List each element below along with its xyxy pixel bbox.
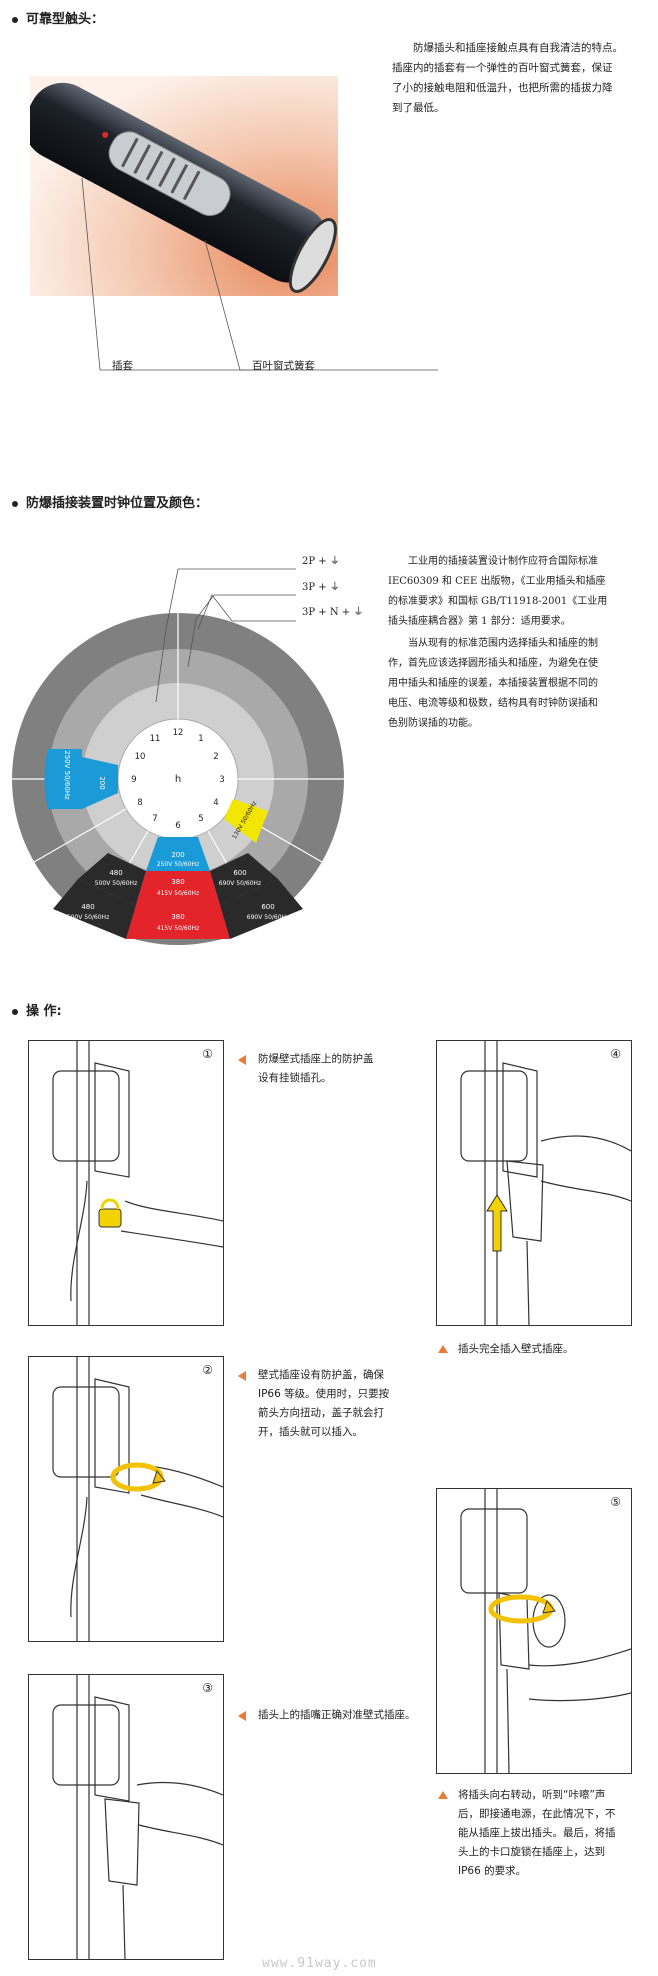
segment-label: 380 [171, 878, 184, 886]
segment-600v-3p [210, 853, 278, 905]
clock-number: 5 [198, 814, 203, 824]
clock-number: 12 [173, 728, 184, 738]
socket-cover-drawing [52, 1357, 224, 1641]
segment-label: 200 [171, 851, 184, 859]
segment-label: 480 [109, 869, 122, 877]
plug-align-drawing [52, 1675, 224, 1960]
segment-200v-inner [146, 837, 210, 871]
arrow-up-icon [438, 1791, 448, 1799]
plug-insert-drawing [460, 1041, 632, 1326]
arrow-left-icon [238, 1371, 246, 1381]
arrow-up-icon [438, 1345, 448, 1353]
segment-label: 415V 50/60Hz [157, 890, 199, 897]
clock-number: 9 [131, 775, 136, 785]
segment-110v [224, 799, 268, 843]
segment-label: 250V 50/60Hz [63, 750, 71, 800]
segment-label: 690V 50/60Hz [247, 914, 289, 921]
segment-480v-3p [78, 853, 146, 905]
bullet-icon [12, 1008, 18, 1015]
segment-380v-3p [136, 871, 220, 905]
segment-200v-2p [78, 757, 118, 809]
segment-label: 480 [81, 903, 94, 911]
clock-number: 2 [213, 752, 218, 762]
clock-number: 8 [137, 798, 142, 808]
arrow-left-icon [238, 1055, 246, 1065]
segment-label: 690V 50/60Hz [219, 880, 261, 887]
step-4-illustration: ④ [436, 1040, 632, 1326]
socket-padlock-drawing [52, 1041, 224, 1325]
step-4-note: 插头完全插入壁式插座。 [438, 1340, 648, 1359]
segment-200v-3p [44, 749, 82, 809]
clock-diagram: 12 1 2 3 4 5 6 7 8 9 10 11 h 200 250V 50… [12, 568, 344, 945]
clock-number: 6 [175, 821, 180, 831]
clock-number: 10 [135, 752, 146, 762]
section-title-operation: 操 作: [12, 1000, 62, 1019]
step-number: ⑤ [610, 1495, 621, 1509]
contact-photo [24, 76, 338, 296]
segment-480v-3pn [53, 879, 136, 939]
segment-label: 200 [98, 776, 106, 789]
segment-label: 600 [233, 869, 246, 877]
segment-label: 500V 50/60Hz [67, 914, 109, 921]
step-5-note: 将插头向右转动，听到“咔嚓”声 后，即接通电源，在此情况下，不 能从插座上拔出插… [438, 1786, 654, 1881]
footer-watermark[interactable]: www.91way.com [262, 1956, 377, 1971]
clock-center-label: h [175, 774, 181, 785]
clock-number: 3 [219, 775, 224, 785]
plug-rotate-drawing [460, 1489, 632, 1774]
leader-lines [81, 177, 438, 371]
clock-number: 11 [150, 734, 161, 744]
bullet-icon [12, 500, 18, 507]
segment-label: 600 [261, 903, 274, 911]
segment-380v-3pn [126, 905, 230, 939]
standards-description: 工业用的插接装置设计制作应符合国际标准 IEC60309 和 CEE 出版物，《… [388, 556, 608, 729]
segment-600v-3pn [220, 879, 303, 939]
clock-number: 1 [198, 734, 203, 744]
step-number: ④ [610, 1047, 621, 1061]
segment-label: 415V 50/60Hz [157, 925, 199, 932]
label-sleeve: 插套 [112, 360, 133, 372]
section-title-contact: 可靠型触头： [12, 8, 104, 27]
clock-number: 4 [213, 798, 218, 808]
pole-label-2p: 2P + ⏚ [302, 556, 340, 567]
step-1-illustration: ① [28, 1040, 224, 1326]
step-3-note: 插头上的插嘴正确对准壁式插座。 [238, 1706, 458, 1725]
segment-label: 500V 50/60Hz [95, 880, 137, 887]
arrow-left-icon [238, 1711, 246, 1721]
bullet-icon [12, 16, 18, 23]
step-2-note: 壁式插座设有防护盖，确保 IP66 等级。使用时，只要按 箭头方向扭动，盖子就会… [238, 1366, 438, 1442]
step-5-illustration: ⑤ [436, 1488, 632, 1774]
pole-label-3p: 3P + ⏚ [302, 582, 340, 593]
segment-label: 380 [171, 913, 184, 921]
step-number: ② [202, 1363, 213, 1377]
contact-description: 防爆插头和插座接触点具有自我清洁的特点。 插座内的插套有一个弹性的百叶窗式簧套，… [392, 42, 623, 114]
segment-label: 250V 50/60Hz [157, 861, 199, 868]
step-2-illustration: ② [28, 1356, 224, 1642]
pole-label-3pn: 3P + N + ⏚ [302, 607, 364, 618]
step-3-illustration: ③ [28, 1674, 224, 1960]
step-1-note: 防爆壁式插座上的防护盖 设有挂锁插孔。 [238, 1050, 438, 1088]
clock-number: 7 [152, 814, 157, 824]
section-title-clock: 防爆插接装置时钟位置及颜色： [12, 492, 208, 511]
label-louver-spring: 百叶窗式簧套 [252, 360, 315, 372]
step-number: ③ [202, 1681, 213, 1695]
step-number: ① [202, 1047, 213, 1061]
